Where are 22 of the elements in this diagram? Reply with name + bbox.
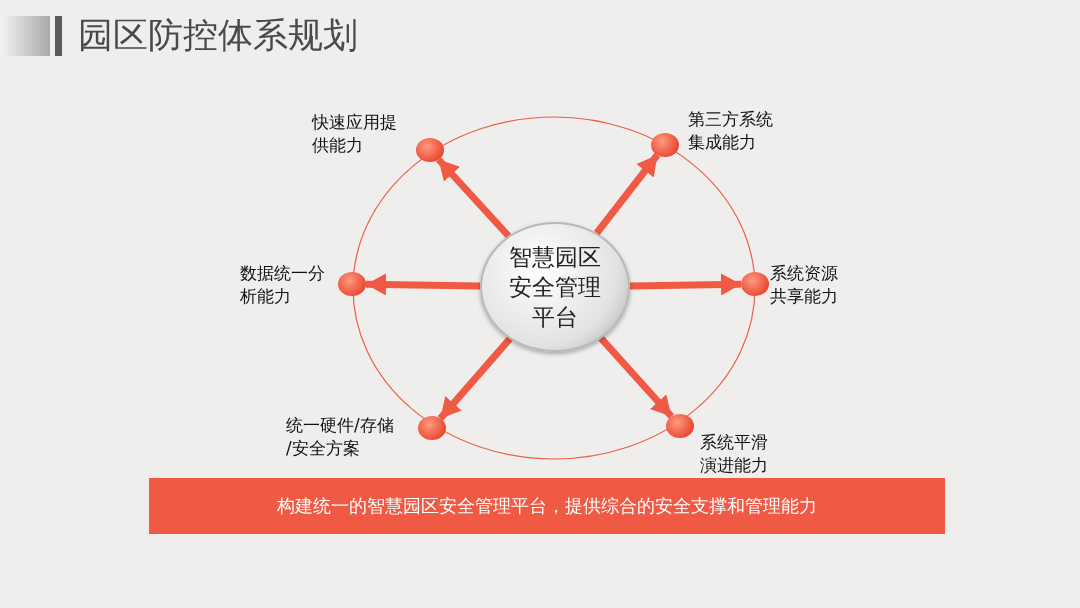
dot-marker <box>418 416 446 440</box>
dot-marker <box>416 138 444 162</box>
capability-label: 快速应用提供能力 <box>312 111 397 157</box>
page-title: 园区防控体系规划 <box>78 14 358 57</box>
arrow <box>594 152 661 236</box>
dot-marker <box>741 272 769 296</box>
dot-marker <box>651 133 679 157</box>
dot-marker <box>338 272 366 296</box>
capability-label: 第三方系统集成能力 <box>688 108 773 154</box>
capability-label: 系统资源共享能力 <box>770 262 838 308</box>
arrow <box>437 336 513 421</box>
platform-label: 智慧园区安全管理平台 <box>509 243 601 332</box>
arrow <box>598 335 675 419</box>
capability-label: 系统平滑演进能力 <box>700 431 768 477</box>
capability-label: 数据统一分析能力 <box>240 262 325 308</box>
summary-banner <box>149 478 945 534</box>
banner-text: 构建统一的智慧园区安全管理平台，提供综合的安全支撑和管理能力 <box>277 494 817 518</box>
arrow <box>365 273 481 296</box>
arrow <box>629 273 742 296</box>
dot-marker <box>666 414 694 438</box>
capability-label: 统一硬件/存储/安全方案 <box>286 414 394 460</box>
arrow <box>436 157 512 239</box>
